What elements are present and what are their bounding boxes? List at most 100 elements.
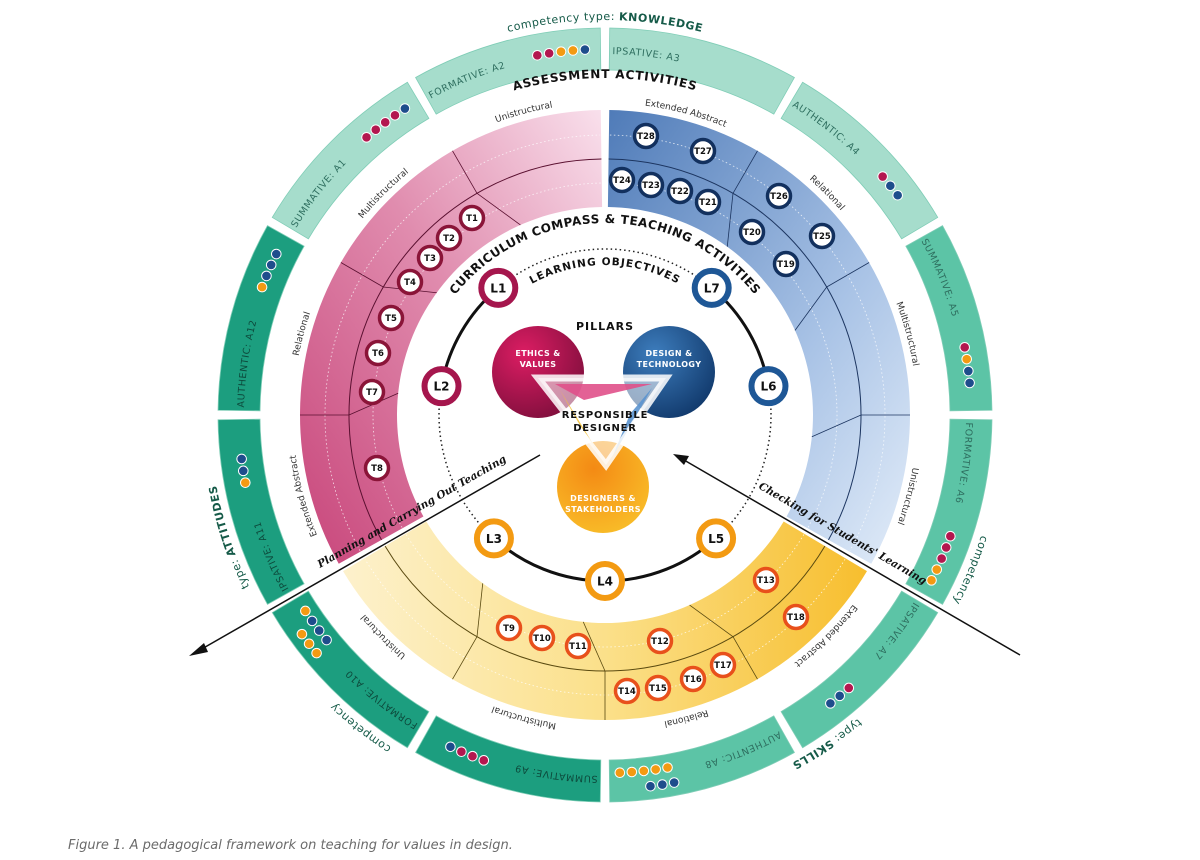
teaching-activity-t14: T14: [613, 677, 641, 705]
teaching-circle: [358, 378, 386, 406]
level-divider: [476, 192, 521, 226]
level-divider: [582, 621, 606, 672]
teaching-circle: [738, 218, 766, 246]
competency-dot: [662, 762, 673, 773]
teaching-label: T19: [777, 260, 795, 270]
teaching-label: T23: [642, 181, 660, 191]
objective-label: L7: [704, 281, 720, 295]
competency-dot: [936, 553, 947, 564]
teaching-label: T4: [404, 278, 416, 288]
teaching-activity-t27: T27: [689, 137, 717, 165]
teaching-circle: [637, 171, 665, 199]
teaching-activity-t4: T4: [396, 268, 424, 296]
competency-dot: [926, 575, 937, 586]
objective-circle: [473, 518, 514, 559]
sector-band: [343, 521, 867, 721]
objective-circle: [748, 366, 789, 407]
objective-circle: [478, 267, 519, 308]
competency-dot: [300, 605, 311, 617]
competency-type: SKILLS: [790, 737, 836, 772]
teaching-circle: [363, 454, 391, 482]
assessment-segment: [608, 715, 795, 803]
assessment-a12: AUTHENTIC: A12: [217, 225, 305, 412]
competency-dot: [668, 777, 680, 788]
teaching-circle: [782, 603, 810, 631]
assessment-segment: [415, 27, 602, 115]
objective-l6: L6: [748, 366, 789, 407]
teaching-circle: [772, 250, 800, 278]
competency-dot: [964, 377, 975, 389]
pillar-label: STAKEHOLDERS: [565, 505, 641, 514]
teaching-activity-t6: T6: [364, 339, 392, 367]
teaching-label: T20: [743, 228, 761, 238]
teaching-label: T12: [651, 637, 669, 647]
teaching-circle: [666, 177, 694, 205]
teaching-activity-t10: T10: [528, 624, 556, 652]
competency-dot: [321, 634, 332, 646]
teaching-activity-t8: T8: [363, 454, 391, 482]
sector-band: [607, 110, 910, 564]
teaching-circle: [808, 222, 836, 250]
teaching-circle: [416, 244, 444, 272]
competency-dot: [306, 615, 318, 627]
teaching-activity-t7: T7: [358, 378, 386, 406]
teaching-activity-t3: T3: [416, 244, 444, 272]
competency-dot: [945, 530, 956, 542]
responsible-designer-triangle: [530, 374, 673, 471]
teaching-circle: [613, 677, 641, 705]
teaching-circle: [564, 632, 592, 660]
competency-dot: [959, 342, 970, 353]
teaching-activity-t24: T24: [608, 166, 636, 194]
objective-connector-dotted: [715, 386, 772, 539]
sector-band: [300, 110, 603, 564]
teaching-activity-t16: T16: [679, 665, 707, 693]
assessment-segment: [415, 715, 602, 803]
competency-dot: [240, 477, 251, 488]
teaching-label: T9: [503, 624, 515, 634]
assessment-segment: [217, 225, 305, 412]
teaching-label: T14: [618, 687, 636, 697]
objective-circle: [691, 267, 732, 308]
competency-dot: [478, 755, 490, 766]
level-divider: [452, 636, 478, 680]
teaching-activity-t17: T17: [709, 651, 737, 679]
teaching-activity-t21: T21: [694, 188, 722, 216]
competency-dot: [261, 270, 272, 282]
competency-dot: [256, 281, 268, 293]
triangle-shard-pink: [555, 384, 652, 400]
level-divider: [340, 262, 384, 288]
level-divider: [732, 150, 758, 194]
teaching-circle: [694, 188, 722, 216]
pillar-label-design-technology: DESIGN &TECHNOLOGY: [637, 349, 701, 369]
learning-objectives-title-path: LEARNING OBJECTIVES: [528, 256, 682, 287]
competency-dot: [237, 465, 249, 477]
competency-dot: [379, 117, 391, 128]
teaching-circle: [709, 651, 737, 679]
teaching-label: T28: [637, 132, 655, 142]
center-label: RESPONSIBLE: [562, 410, 648, 421]
objective-label: L1: [490, 281, 506, 295]
teaching-label: T24: [613, 176, 631, 186]
teaching-circle: [644, 674, 672, 702]
teaching-activity-t12: T12: [646, 627, 674, 655]
objective-label: L2: [434, 380, 450, 394]
planning-arrow-line: [199, 454, 541, 651]
assessment-a8: AUTHENTIC: A8: [608, 715, 795, 803]
pillar-circle-designers-stakeholders: [557, 441, 649, 533]
pillar-label: DESIGNERS &: [570, 494, 636, 503]
objective-l2: L2: [421, 366, 462, 407]
teaching-activity-t22: T22: [666, 177, 694, 205]
objective-label: L3: [486, 532, 502, 546]
teaching-circle: [608, 166, 636, 194]
competency-dot: [931, 564, 943, 575]
teaching-circle: [528, 624, 556, 652]
objective-l4: L4: [585, 561, 625, 601]
assessment-a3: IPSATIVE: A3: [608, 27, 795, 115]
assessment-a5: SUMMATIVE: A5: [905, 225, 993, 412]
competency-dot: [614, 767, 626, 778]
competency-dot: [389, 109, 401, 121]
teaching-activity-t19: T19: [772, 250, 800, 278]
